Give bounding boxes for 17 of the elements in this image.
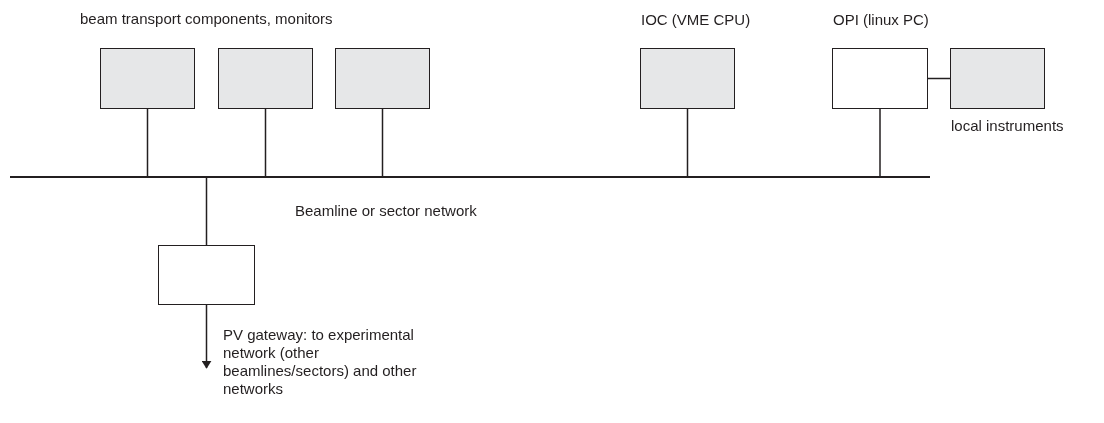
connector-line: [927, 77, 951, 80]
network-label: Beamline or sector network: [295, 202, 477, 220]
connector-line: [879, 108, 881, 178]
device-caption: OPI (linux PC): [833, 11, 929, 29]
connector-line: [205, 176, 208, 246]
device-box: [218, 48, 313, 109]
device-box: [100, 48, 195, 109]
group-caption: beam transport components, monitors: [80, 10, 333, 28]
device-caption: PV gateway: to experimental network (other beamlines/sectors) and other networks: [223, 326, 418, 398]
device-caption: IOC (VME CPU): [641, 11, 751, 29]
device-box: [335, 48, 430, 109]
connector-line: [381, 108, 384, 178]
device-caption: local instruments: [951, 117, 1064, 135]
connector-line: [146, 108, 149, 178]
connector-line: [264, 108, 267, 178]
connector-line: [686, 108, 689, 178]
arrow: [202, 304, 211, 369]
